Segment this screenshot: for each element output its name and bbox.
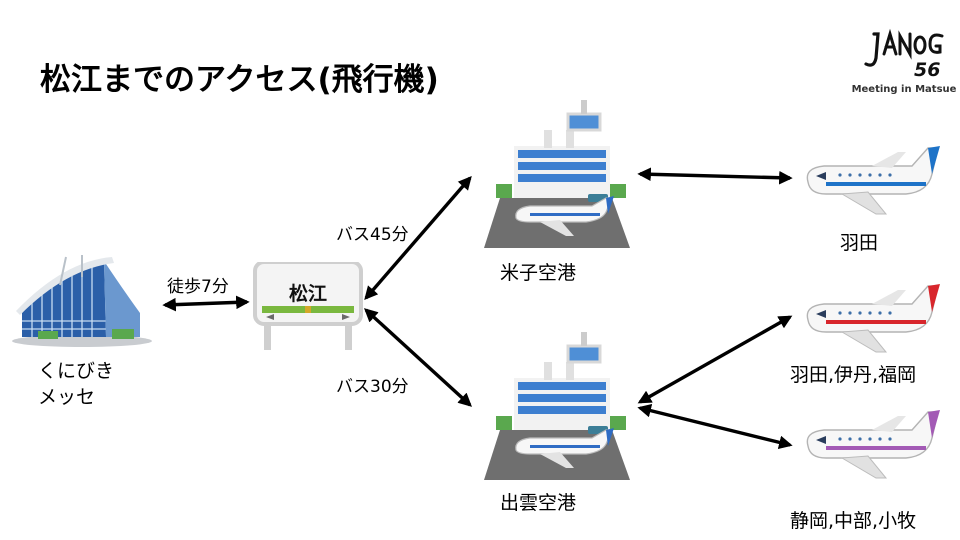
arrow-walk xyxy=(162,295,250,312)
izumo-airport-label: 出雲空港 xyxy=(500,492,577,514)
bus-izumo-label: バス30分 xyxy=(336,377,409,397)
svg-text:56: 56 xyxy=(914,59,940,81)
arrow-bus-izumo xyxy=(363,308,473,407)
arrow-izumo-route1 xyxy=(637,315,793,404)
bus-yonago-label: バス45分 xyxy=(336,225,409,245)
yonago-airport-plane xyxy=(515,196,614,236)
arrow-bus-yonago xyxy=(364,175,472,301)
slide-title: 松江までのアクセス(飛行機) xyxy=(40,62,439,98)
janog-logo-mark: 56 xyxy=(864,28,944,81)
yonago-airport-label: 米子空港 xyxy=(500,262,577,284)
yonago-airport-icon xyxy=(484,100,630,248)
dest-route1-label: 羽田,伊丹,福岡 xyxy=(790,364,917,386)
arrow-izumo-route2 xyxy=(637,404,793,449)
dest-haneda-label: 羽田 xyxy=(840,232,879,254)
izumo-airport-plane xyxy=(515,428,614,468)
station-sign-label: 松江 xyxy=(288,283,327,305)
plane-route1-icon xyxy=(806,284,940,353)
logo-subtitle: Meeting in Matsue xyxy=(851,84,957,95)
plane-route2-icon xyxy=(806,410,940,479)
walk-time-label: 徒歩7分 xyxy=(167,277,229,297)
convention-center-icon xyxy=(12,255,152,347)
janog-logo: 56 Meeting in Matsue xyxy=(848,24,960,100)
convention-label-line2: メッセ xyxy=(38,386,96,408)
arrow-yonago-haneda xyxy=(637,167,793,185)
plane-haneda-icon xyxy=(806,146,940,215)
convention-label-line1: くにびき xyxy=(38,360,115,382)
izumo-airport-icon xyxy=(484,332,630,480)
dest-route2-label: 静岡,中部,小牧 xyxy=(790,510,917,532)
station-sign-icon xyxy=(253,262,363,350)
